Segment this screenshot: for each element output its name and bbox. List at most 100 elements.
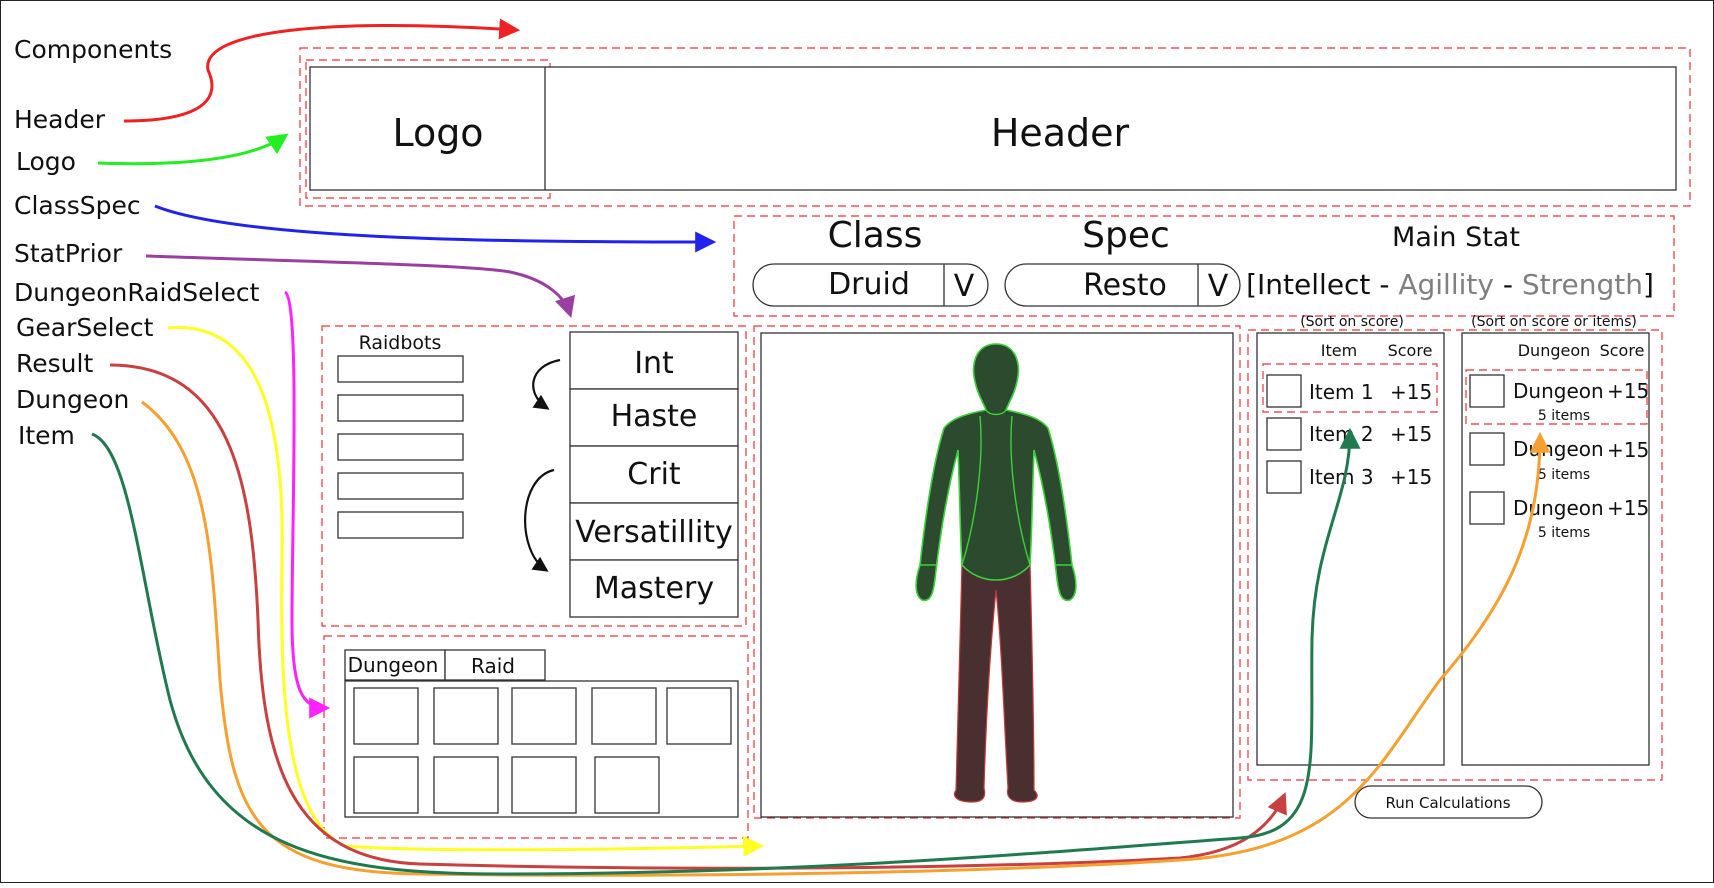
stat-label: Crit — [627, 457, 681, 492]
dungeon-tile[interactable] — [591, 687, 657, 745]
class-select-value: Druid — [828, 267, 910, 302]
connector-arrows — [91, 18, 1551, 877]
dungeon-item-count: 5 items — [1538, 408, 1590, 424]
main-stat-third: Strength — [1522, 268, 1643, 301]
tab-raid-label: Raid — [471, 654, 515, 678]
stat-row[interactable] — [569, 331, 739, 390]
raidbots-input[interactable] — [337, 511, 464, 539]
legend-header: Header — [14, 105, 106, 134]
item-col-header: Item — [1321, 341, 1357, 360]
character-figure[interactable] — [915, 343, 1077, 803]
raidbots-label: Raidbots — [359, 332, 442, 354]
dungeon-tile[interactable] — [511, 687, 577, 745]
dungeon-name: Dungeon — [1513, 496, 1604, 520]
item-name: Item 2 — [1309, 422, 1374, 446]
dungeon-col-header: Dungeon — [1518, 341, 1591, 360]
run-calculations-button[interactable]: Run Calculations — [1354, 785, 1543, 819]
header-component-outline — [299, 47, 1691, 207]
main-stat-second: Agillity — [1398, 268, 1494, 301]
dungeon-tile[interactable] — [433, 756, 499, 814]
class-select[interactable]: Druid V — [752, 263, 989, 307]
chevron-down-icon[interactable]: V — [1208, 269, 1229, 304]
arrow-logo — [97, 133, 289, 166]
spec-heading: Spec — [1082, 215, 1170, 256]
dungeon-tile[interactable] — [353, 756, 419, 814]
dungeon-icon[interactable] — [1469, 491, 1505, 525]
arrow-icon — [524, 468, 555, 572]
dungeon-component-outline — [1465, 369, 1648, 425]
legend-item: Item — [18, 421, 75, 450]
stat-row[interactable] — [569, 388, 739, 447]
dungeon-icon[interactable] — [1469, 432, 1505, 466]
spec-select-box[interactable] — [1004, 263, 1241, 307]
dungeon-name: Dungeon — [1513, 437, 1604, 461]
legend-dungeonraidselect: DungeonRaidSelect — [14, 278, 260, 307]
dungeonraid-component-outline — [323, 635, 749, 839]
dungeon-tile[interactable] — [353, 687, 419, 745]
legend-title: Components — [14, 35, 172, 64]
body-region[interactable] — [915, 343, 1077, 602]
score-col-header: Score — [1388, 341, 1433, 360]
stat-label: Int — [634, 346, 674, 381]
item-component-outline — [1262, 363, 1438, 413]
arrow-dungeonraidselect — [283, 290, 331, 719]
dungeon-item-count: 5 items — [1538, 467, 1590, 483]
legend-statprior: StatPrior — [14, 239, 123, 268]
raidbots-input[interactable] — [337, 472, 464, 500]
dungeon-tile[interactable] — [666, 687, 732, 745]
dungeon-score: +15 — [1607, 379, 1649, 403]
dungeon-item-count: 5 items — [1538, 525, 1590, 541]
run-calculations-button-box[interactable] — [1354, 785, 1543, 819]
dungeon-tile[interactable] — [594, 756, 660, 814]
spec-select[interactable]: Resto V — [1004, 263, 1241, 307]
dungeon-tile[interactable] — [433, 687, 499, 745]
item-score: +15 — [1390, 422, 1432, 446]
dungeon-score: +15 — [1607, 496, 1649, 520]
legend-dungeon: Dungeon — [16, 385, 129, 414]
arrow-header — [123, 18, 521, 123]
class-select-box[interactable] — [752, 263, 989, 307]
tab-raid[interactable] — [444, 649, 546, 681]
stat-label: Haste — [611, 399, 698, 434]
dungeon-sort-note: (Sort on score or items) — [1471, 314, 1637, 330]
gear-slot-lines — [920, 409, 1072, 566]
item-icon[interactable] — [1266, 417, 1302, 451]
stat-row[interactable] — [569, 559, 739, 618]
item-name: Item 3 — [1309, 465, 1374, 489]
dungeon-score: +15 — [1607, 438, 1649, 462]
main-stat-heading: Main Stat — [1392, 222, 1520, 253]
legend-result: Result — [16, 349, 93, 378]
main-stat-priority: [Intellect - Agillity - Strength] — [1246, 268, 1654, 301]
item-sort-note: (Sort on score) — [1300, 314, 1404, 330]
classspec-component-outline — [733, 215, 1675, 317]
stat-row[interactable] — [569, 445, 739, 504]
header-bar — [309, 66, 1677, 191]
item-name: Item 1 — [1309, 380, 1374, 404]
arrow-statprior — [145, 254, 575, 319]
dungeon-tile[interactable] — [511, 756, 577, 814]
spec-select-value: Resto — [1083, 268, 1167, 303]
raidbots-input[interactable] — [337, 355, 464, 383]
main-stat-separator: - — [1494, 268, 1522, 301]
item-icon[interactable] — [1266, 374, 1302, 408]
legend-logo: Logo — [16, 147, 76, 176]
gearselect-component-outline — [753, 325, 1241, 819]
legs-region[interactable] — [953, 561, 1038, 803]
chevron-down-icon[interactable]: V — [954, 269, 975, 304]
stat-priority-list: Int Haste Crit Versatillity Mastery — [569, 331, 739, 618]
arrow-dungeon — [141, 400, 1551, 877]
item-icon[interactable] — [1266, 460, 1302, 494]
item-score: +15 — [1390, 465, 1432, 489]
raidbots-input[interactable] — [337, 394, 464, 422]
score-col-header: Score — [1600, 341, 1645, 360]
legend: Components Header Logo ClassSpec StatPri… — [14, 35, 260, 450]
result-component-outline — [1247, 329, 1663, 781]
dungeon-icon[interactable] — [1469, 374, 1505, 408]
stat-label: Versatillity — [575, 515, 733, 550]
arrow-icon — [532, 358, 561, 410]
class-heading: Class — [828, 215, 923, 256]
run-calculations-label: Run Calculations — [1385, 794, 1510, 812]
stat-label: Mastery — [594, 571, 714, 606]
raidbots-input[interactable] — [337, 433, 464, 461]
tab-dungeon-label: Dungeon — [348, 653, 439, 677]
